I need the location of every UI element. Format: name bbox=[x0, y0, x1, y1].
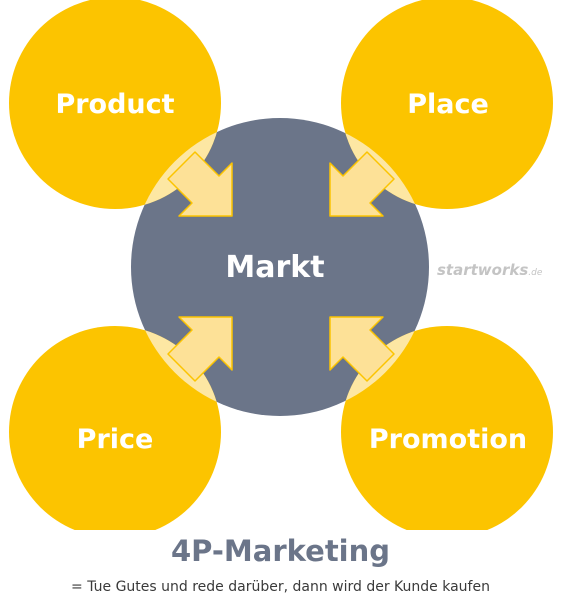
arrow-promotion-to-markt bbox=[329, 316, 395, 382]
diagram-subtitle: = Tue Gutes und rede darüber, dann wird … bbox=[71, 579, 490, 595]
promotion-circle bbox=[341, 326, 553, 530]
product-circle bbox=[9, 0, 221, 209]
diagram-title: 4P-Marketing bbox=[170, 534, 391, 568]
watermark-main: startworks bbox=[437, 261, 528, 279]
arrow-price-to-markt bbox=[167, 316, 233, 382]
arrows bbox=[167, 151, 395, 382]
arrow-product-to-markt bbox=[167, 151, 233, 217]
place-label: Place bbox=[407, 89, 489, 120]
price-circle bbox=[9, 326, 221, 530]
product-label: Product bbox=[55, 89, 174, 120]
watermark-tld: .de bbox=[528, 268, 543, 278]
markt-label: Markt bbox=[225, 250, 324, 285]
place-circle bbox=[341, 0, 553, 209]
arrow-place-to-markt bbox=[329, 151, 395, 217]
price-label: Price bbox=[77, 424, 154, 455]
4p-diagram: Markt Product Place Price Promotion star… bbox=[9, 0, 553, 530]
startworks-watermark: startworks.de bbox=[437, 261, 543, 279]
promotion-label: Promotion bbox=[369, 424, 527, 455]
